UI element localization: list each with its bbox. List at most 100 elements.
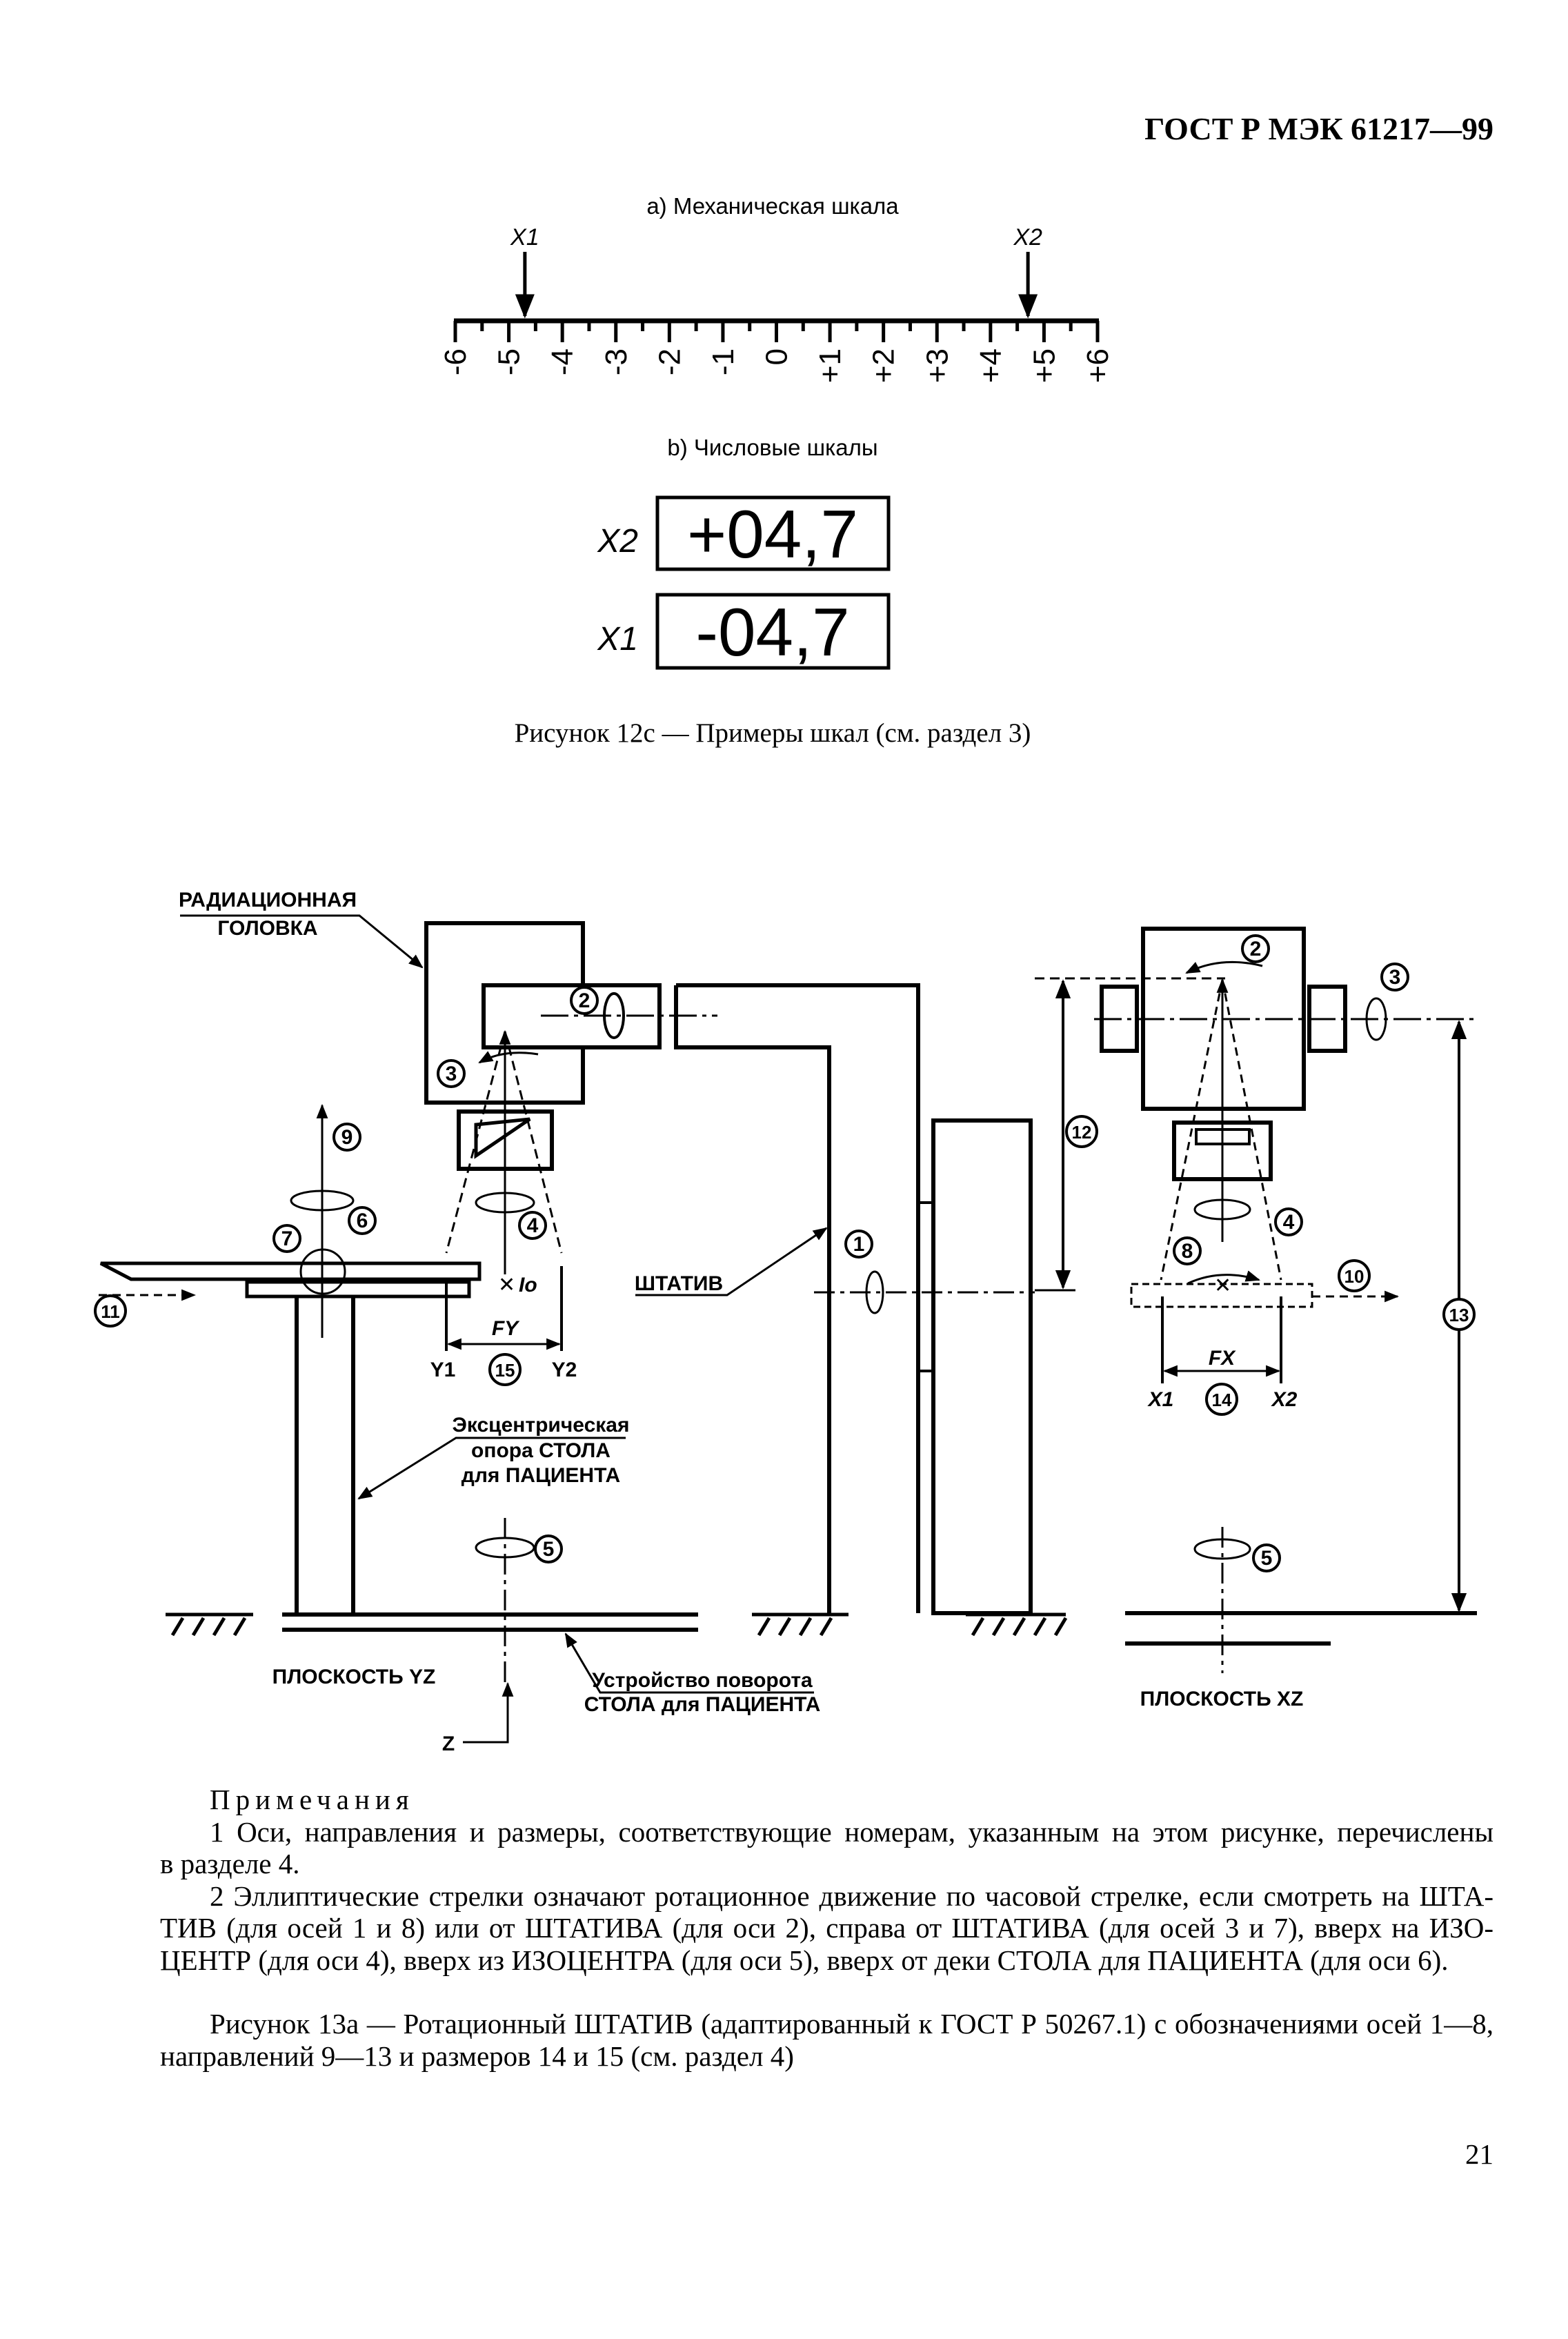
marker-15: 15 xyxy=(488,1353,522,1386)
marker-circle xyxy=(272,1224,301,1253)
scale-tick-label: +2 xyxy=(867,348,901,383)
marker-number: 5 xyxy=(543,1538,555,1561)
marker-circle xyxy=(94,1294,127,1328)
isocenter-mark-front: ✕ xyxy=(1214,1274,1231,1297)
marker-number: 12 xyxy=(1072,1122,1092,1143)
scale-tick-label: -1 xyxy=(706,348,740,375)
pedestal-label-2: опора СТОЛА xyxy=(471,1439,611,1462)
marker-4: 4 xyxy=(1274,1207,1303,1236)
marker-3: 3 xyxy=(437,1059,466,1088)
rotation-4-icon xyxy=(475,1192,535,1214)
gantry-label: ШТАТИВ xyxy=(635,1272,723,1295)
scale-tick-label: -3 xyxy=(599,348,633,375)
rotation-2-arrow-front xyxy=(1185,960,1263,974)
marker-circle xyxy=(1241,934,1270,963)
marker-8: 8 xyxy=(1173,1236,1202,1265)
marker-circle xyxy=(1205,1383,1238,1416)
x2-display-value: +04,7 xyxy=(687,496,858,572)
figure-12c-caption: Рисунок 12с — Примеры шкал (см. раздел 3… xyxy=(514,718,1031,748)
pedestal-label-1: Эксцентрическая xyxy=(453,1414,630,1437)
z-axis-label: Z xyxy=(442,1733,455,1755)
marker-number: 10 xyxy=(1344,1266,1364,1287)
marker-circle xyxy=(844,1230,873,1259)
x1-label: X1 xyxy=(1147,1388,1174,1411)
scale-tick-label: -4 xyxy=(546,348,579,375)
marker-number: 1 xyxy=(853,1233,865,1256)
table-rotation-base xyxy=(282,1612,698,1632)
y2-label: Y2 xyxy=(552,1359,577,1381)
gantry-leader xyxy=(635,1227,828,1296)
rotation-7-icon xyxy=(299,1248,346,1295)
floor-hatch-gantry xyxy=(752,1612,1068,1637)
marker-10: 10 xyxy=(1338,1259,1371,1292)
marker-circle xyxy=(1338,1259,1371,1292)
marker-circle xyxy=(348,1206,377,1235)
plane-yz-label: ПЛОСКОСТЬ YZ xyxy=(272,1666,436,1688)
marker-number: 5 xyxy=(1261,1547,1273,1570)
marker-number: 2 xyxy=(1250,938,1262,960)
marker-circle xyxy=(333,1123,361,1152)
marker-number: 15 xyxy=(495,1360,515,1381)
marker-circle xyxy=(1442,1298,1476,1331)
rotation-device-label-1: Устройство поворота xyxy=(592,1669,813,1692)
rotation-3-arrow xyxy=(478,1051,539,1064)
marker-circle xyxy=(1380,963,1409,991)
marker-circle xyxy=(1252,1543,1281,1572)
mechanical-scale-title: a) Механическая шкала xyxy=(646,193,899,219)
pedestal-label-3: для ПАЦИЕНТА xyxy=(462,1464,620,1487)
rotation-device-label-2: СТОЛА для ПАЦИЕНТА xyxy=(584,1693,821,1716)
scale-tick-label: +3 xyxy=(920,348,954,383)
scale-tick-label: -5 xyxy=(493,348,526,375)
marker-7: 7 xyxy=(272,1224,301,1253)
beam-edges-front xyxy=(1160,979,1282,1281)
wedge-icon xyxy=(474,1117,531,1159)
marker-circle xyxy=(518,1211,547,1240)
x1-pointer-label: X1 xyxy=(510,224,539,250)
x1-display-value: -04,7 xyxy=(695,594,849,670)
gantry-xz-view: ✕ FX X1 X2 ПЛОСКОСТЬ XZ xyxy=(1035,927,1477,1710)
document-id: ГОСТ Р МЭК 61217—99 xyxy=(1144,111,1493,146)
fx-label: FX xyxy=(1209,1347,1236,1370)
rotation-3-icon-front xyxy=(1365,997,1387,1041)
floor-lines-front xyxy=(1125,1611,1477,1646)
marker-9: 9 xyxy=(333,1123,361,1152)
note-1-line: 1 Оси, направления и размеры, соответств… xyxy=(210,1815,1493,1848)
pedestal-leader xyxy=(357,1437,626,1500)
marker-number: 2 xyxy=(579,989,591,1012)
notes-title: Примечания xyxy=(210,1784,415,1815)
marker-number: 3 xyxy=(446,1063,457,1085)
isocenter-mark: ✕ xyxy=(498,1274,515,1296)
x2-numeric-label: X2 xyxy=(597,523,638,560)
marker-5: 5 xyxy=(1252,1543,1281,1572)
marker-1: 1 xyxy=(844,1230,873,1259)
page-number: 21 xyxy=(1465,2138,1493,2170)
beam-edges xyxy=(445,1031,563,1254)
marker-number: 3 xyxy=(1389,966,1401,989)
gantry-yz-view: ✕ Io FY Y1 Y2 xyxy=(99,889,1068,1755)
marker-number: 4 xyxy=(1283,1211,1295,1234)
scale-tick-label: +5 xyxy=(1027,348,1061,383)
x2-label: X2 xyxy=(1271,1388,1298,1411)
marker-2: 2 xyxy=(570,986,599,1015)
marker-2: 2 xyxy=(1241,934,1270,963)
marker-14: 14 xyxy=(1205,1383,1238,1416)
x2-pointer-label: X2 xyxy=(1013,224,1042,250)
rotation-5-icon-front xyxy=(1193,1538,1251,1560)
scale-tick-label: 0 xyxy=(760,348,794,365)
z-axis-arrow xyxy=(463,1681,514,1744)
marker-4: 4 xyxy=(518,1211,547,1240)
note-2-line: 2 Эллиптические стрелки означают ротацио… xyxy=(210,1879,1493,1912)
note-2-line: ЦЕНТР (для оси 4), вверх из ИЗОЦЕНТРА (д… xyxy=(160,1944,1449,1976)
scale-tick-label: -2 xyxy=(653,348,686,375)
scale-ticks xyxy=(453,321,1100,342)
note-1-line: в разделе 4. xyxy=(160,1848,300,1879)
numeric-scales: b) Числовые шкалы X2 +04,7 X1 -04,7 xyxy=(597,435,891,670)
fy-label: FY xyxy=(492,1317,520,1340)
table-plate xyxy=(245,1280,471,1299)
floor-hatch xyxy=(166,1612,253,1637)
scale-tick-label: -6 xyxy=(439,348,473,375)
radiation-head-leader xyxy=(180,914,424,969)
marker-number: 11 xyxy=(101,1301,120,1322)
